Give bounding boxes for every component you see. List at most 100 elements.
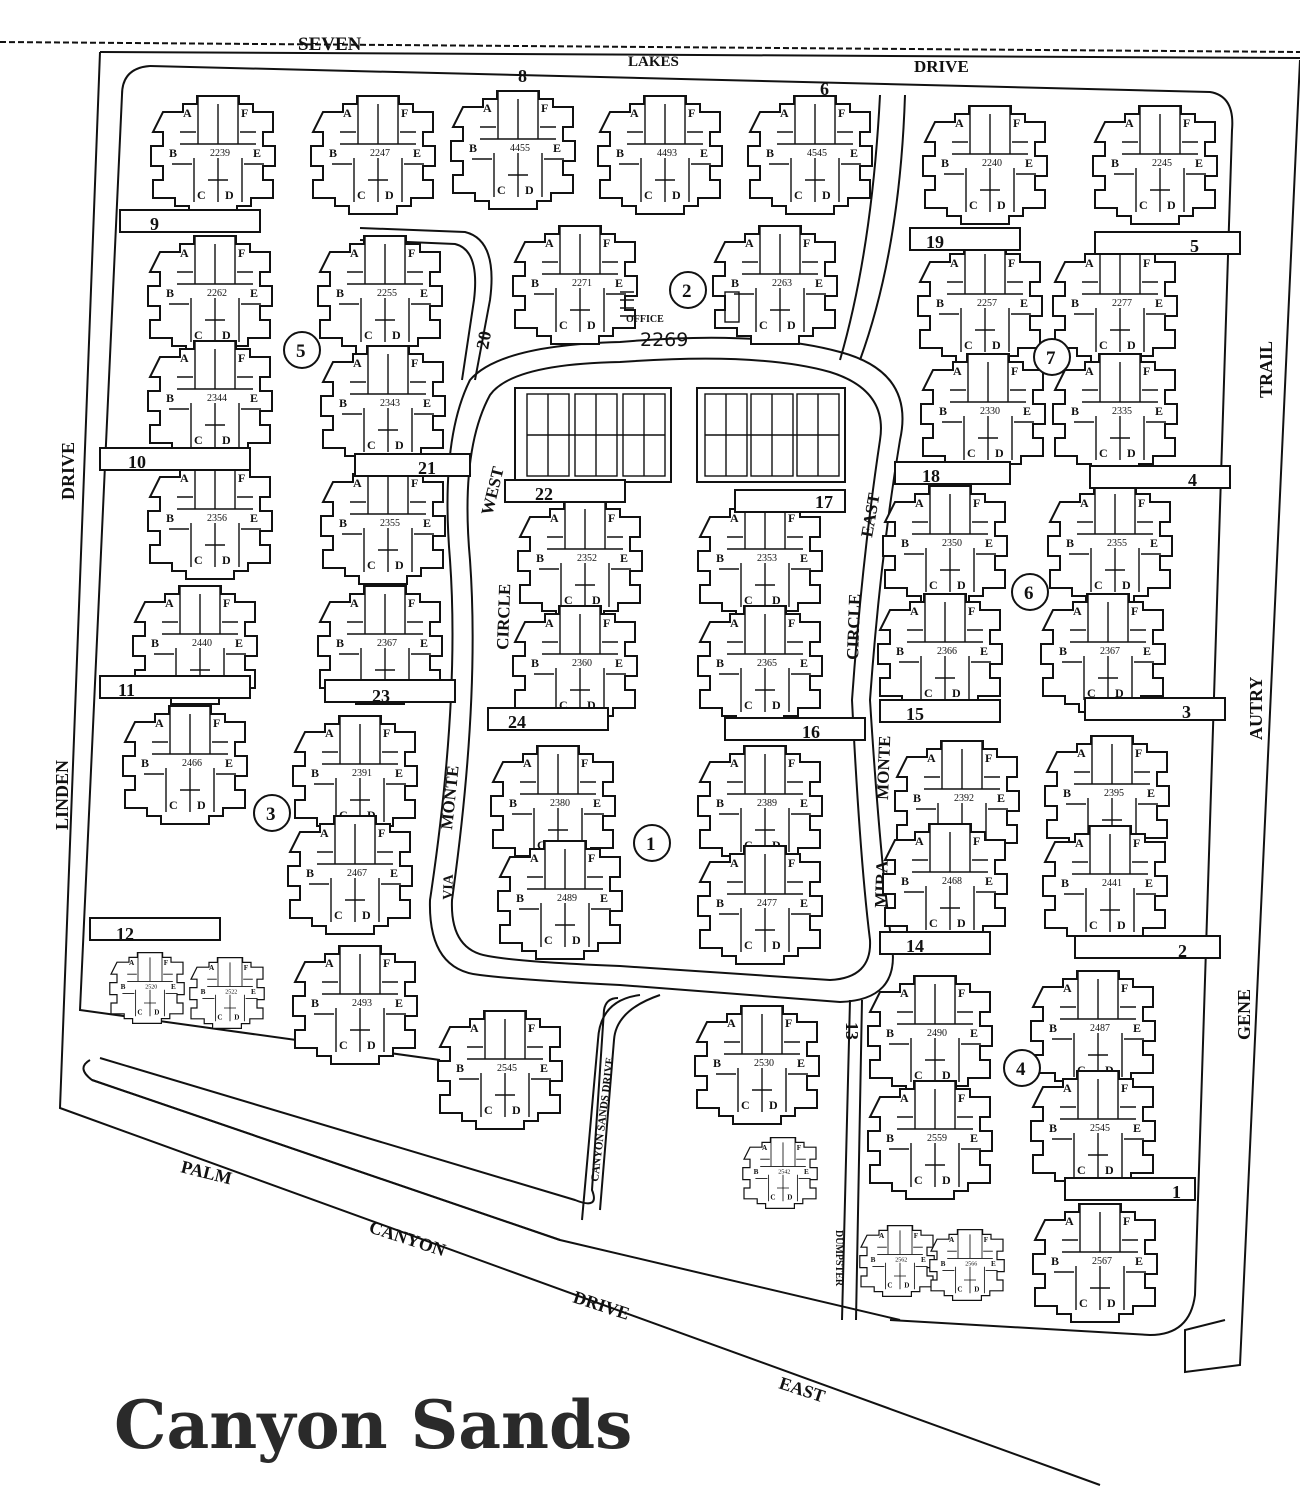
unit-letter: B (336, 286, 344, 300)
parking-strip: 24 (487, 707, 609, 732)
road-label-gene: GENE (1234, 989, 1254, 1040)
unit-letter: D (787, 1193, 792, 1201)
road-label-drive-top: DRIVE (914, 57, 969, 76)
unit-letter: E (615, 276, 623, 290)
building-number: 2271 (572, 278, 592, 289)
parking-strip: 2 (1074, 935, 1221, 961)
unit-letter: A (915, 496, 924, 510)
unit-letter: F (608, 511, 615, 525)
unit-letter: A (180, 471, 189, 485)
unit-letter: B (166, 391, 174, 405)
unit-letter: E (553, 141, 561, 155)
building-number: 2490 (927, 1028, 947, 1039)
unit-letter: A (180, 351, 189, 365)
unit-letter: F (581, 756, 588, 770)
parking-strip: 18 (894, 461, 1011, 486)
building-number: 2562 (895, 1258, 907, 1264)
unit-letter: A (1080, 496, 1089, 510)
unit-letter: A (950, 256, 959, 270)
area-marker: 1 (633, 824, 671, 862)
parking-strip: 20 (472, 329, 495, 350)
unit-letter: A (325, 726, 334, 740)
unit-letter: B (306, 866, 314, 880)
unit-letter: B (339, 516, 347, 530)
area-number: 7 (1046, 348, 1056, 369)
unit-letter: D (222, 433, 231, 447)
building-number: 2344 (207, 393, 227, 404)
unit-letter: E (1020, 296, 1028, 310)
parking-strip: 13 (842, 1022, 862, 1040)
unit-letter: F (603, 236, 610, 250)
unit-letter: F (244, 964, 249, 972)
unit-letter: F (383, 956, 390, 970)
area-number: 6 (1024, 583, 1034, 604)
road-label-mira: MIRA (871, 860, 892, 909)
unit-letter: B (886, 1131, 894, 1145)
unit-letter: E (423, 396, 431, 410)
unit-letter: D (587, 698, 596, 712)
parking-rect (119, 209, 261, 233)
unit-letter: F (223, 596, 230, 610)
unit-letter: C (544, 933, 553, 947)
unit-letter: E (985, 536, 993, 550)
unit-letter: F (1013, 116, 1020, 130)
parking-strip: 11 (99, 675, 251, 700)
building-number: 2355 (1107, 538, 1127, 549)
unit-letter: C (559, 318, 568, 332)
unit-letter: D (1127, 338, 1136, 352)
building-number: 2367 (377, 638, 397, 649)
road-label-dumpster: DUMPSTER (833, 1230, 844, 1287)
unit-letter: E (540, 1061, 548, 1075)
building-number: 2240 (982, 158, 1002, 169)
building-number: 2360 (572, 658, 592, 669)
parking-rect (1089, 465, 1231, 489)
building-number: 2487 (1090, 1023, 1110, 1034)
parking-number: 19 (926, 232, 944, 252)
area-circle (1003, 1049, 1041, 1087)
unit-letter: A (320, 826, 329, 840)
unit-letter: E (1155, 404, 1163, 418)
unit-letter: A (530, 851, 539, 865)
unit-letter: F (401, 106, 408, 120)
parking-rect (99, 675, 251, 699)
unit-letter: E (420, 286, 428, 300)
unit-letter: B (713, 1056, 721, 1070)
unit-letter: B (311, 996, 319, 1010)
area-marker: 4 (1003, 1049, 1041, 1087)
unit-letter: B (1061, 876, 1069, 890)
unit-letter: C (169, 798, 178, 812)
unit-letter: E (797, 1056, 805, 1070)
unit-letter: A (1085, 364, 1094, 378)
unit-letter: D (1167, 198, 1176, 212)
parking-rect (487, 707, 609, 731)
unit-letter: C (197, 188, 206, 202)
parking-number: 17 (815, 492, 833, 512)
building-number: 2489 (557, 893, 577, 904)
unit-letter: B (901, 874, 909, 888)
parking-number: 2 (1178, 941, 1187, 961)
unit-letter: A (350, 246, 359, 260)
unit-letter: F (588, 851, 595, 865)
unit-letter: A (730, 511, 739, 525)
parking-number: 3 (1182, 702, 1191, 722)
unit-letter: D (154, 1008, 159, 1016)
parking-number: 23 (372, 686, 390, 706)
unit-letter: F (788, 756, 795, 770)
unit-letter: B (169, 146, 177, 160)
unit-letter: E (970, 1026, 978, 1040)
unit-letter: B (121, 983, 126, 991)
unit-letter: E (225, 756, 233, 770)
unit-letter: A (325, 956, 334, 970)
unit-letter: C (1099, 446, 1108, 460)
road-label-drive-left: DRIVE (58, 442, 78, 500)
